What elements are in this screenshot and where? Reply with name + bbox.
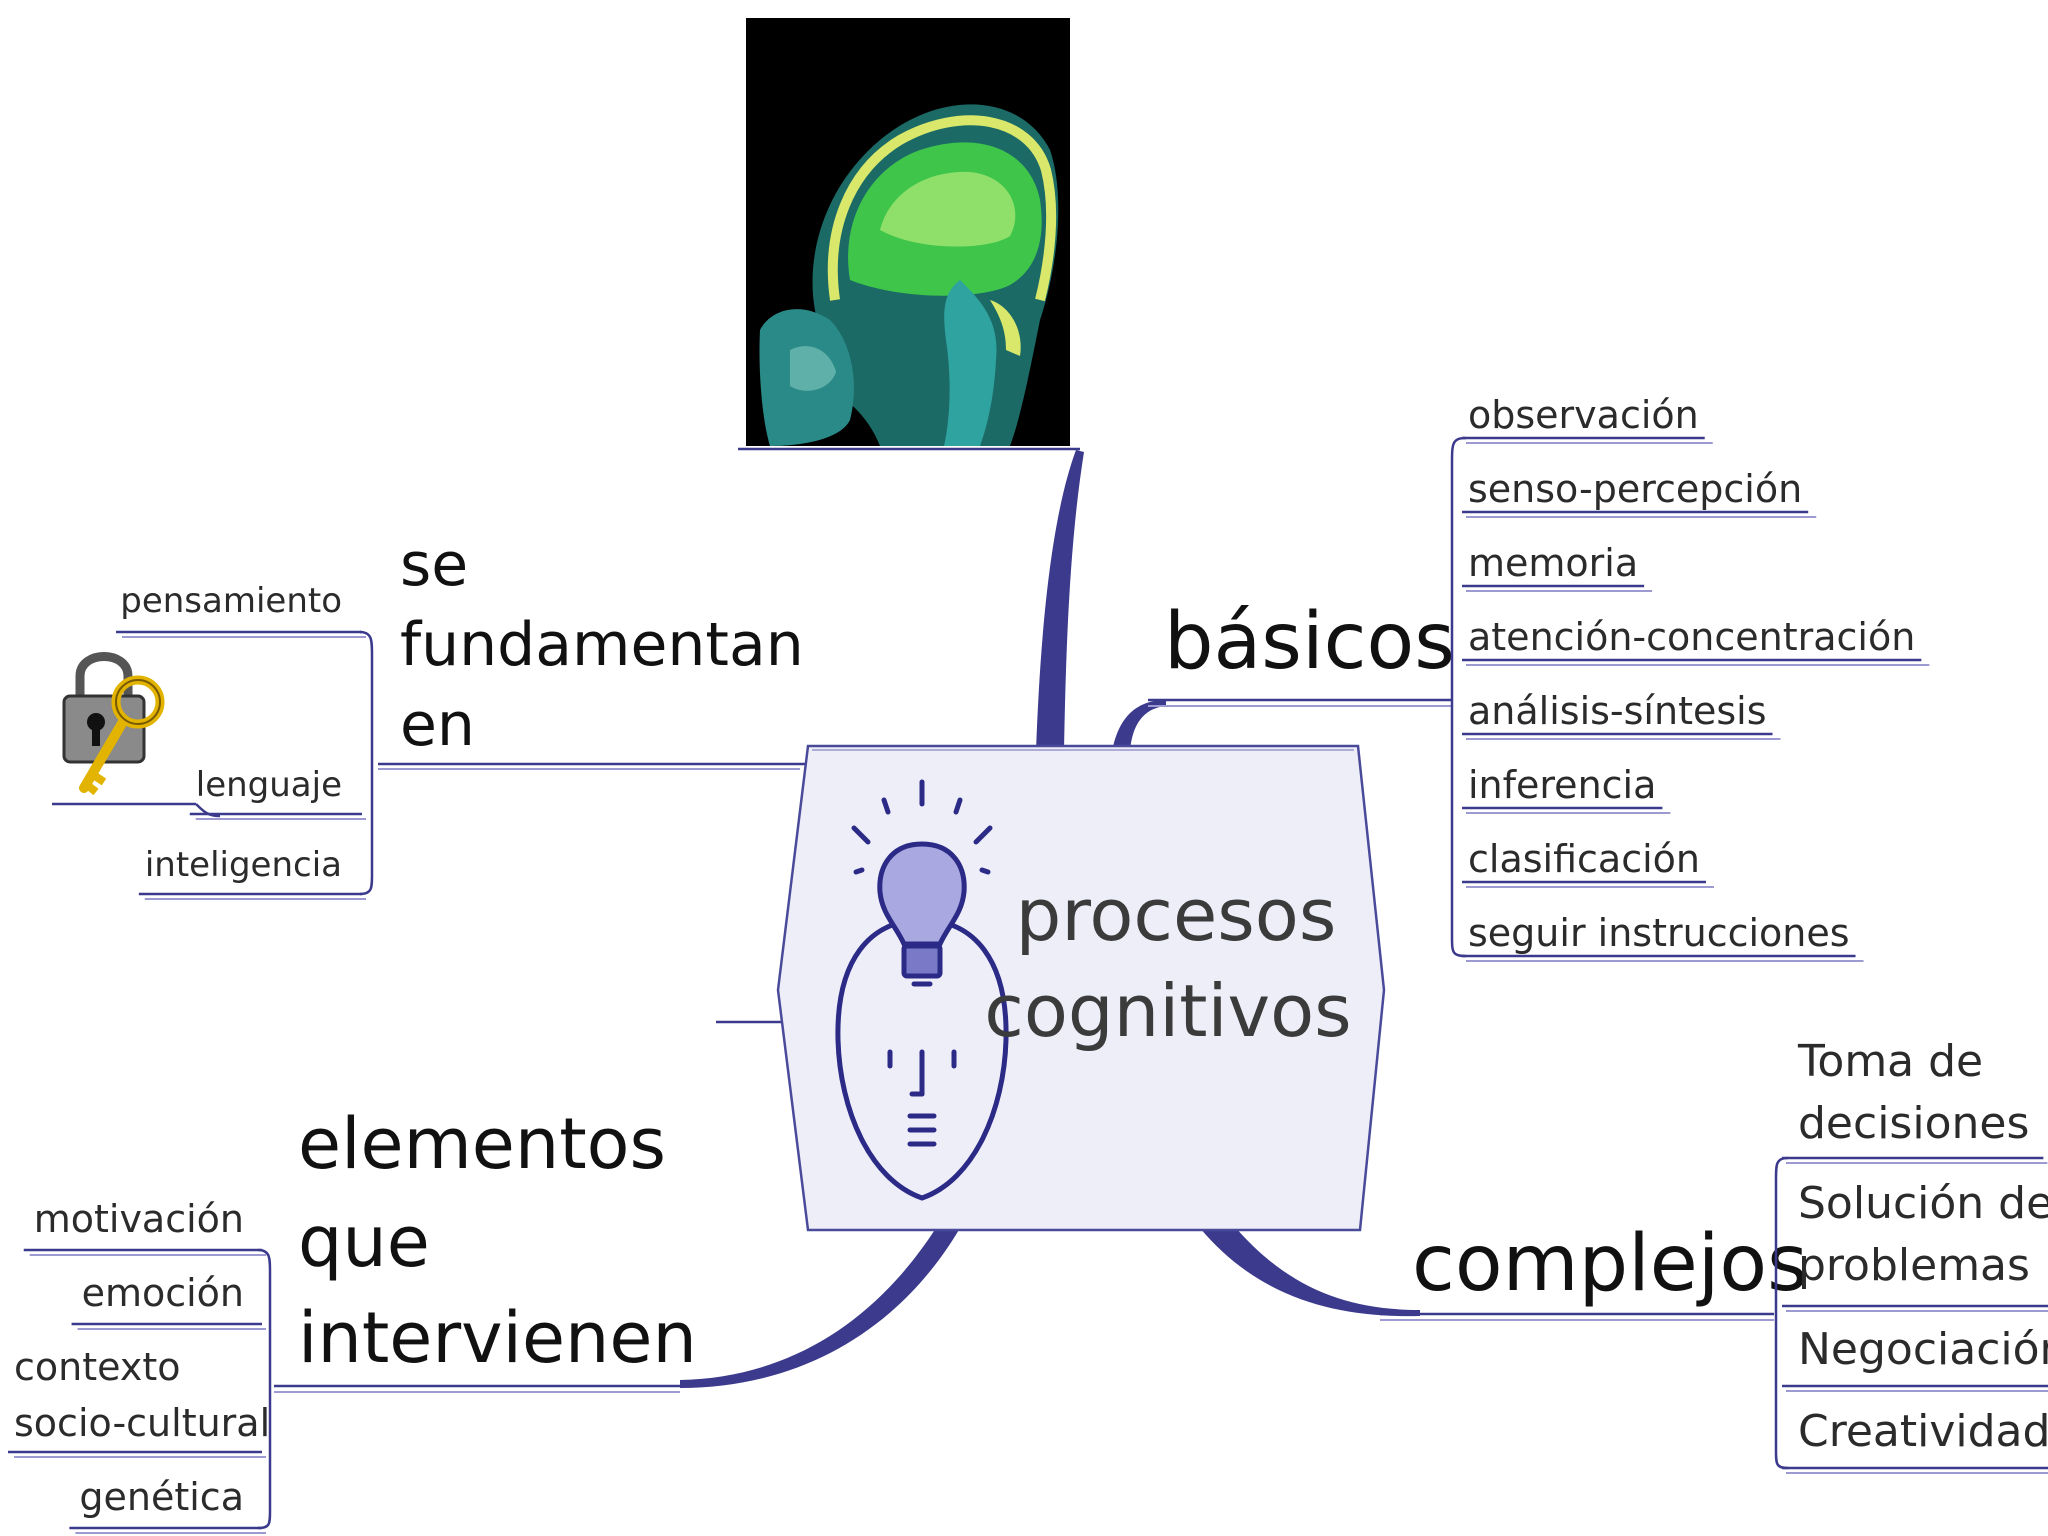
elementos-item[interactable]: motivación [34, 1197, 244, 1241]
branch-label-complejos: complejos [1412, 1219, 1808, 1309]
basicos-list: observación senso-percepción memoria atenci… [1450, 393, 1930, 962]
complejos-item[interactable]: problemas [1798, 1240, 2030, 1291]
basicos-item[interactable]: seguir instrucciones [1468, 911, 1850, 955]
basicos-item[interactable]: atención-concentración [1468, 615, 1915, 659]
complejos-item[interactable]: Negociación [1798, 1324, 2048, 1375]
mri-brain-image [746, 18, 1070, 447]
branch-label-elementos-3: intervienen [298, 1297, 697, 1379]
branch-complejos[interactable]: complejos [1380, 1219, 1808, 1321]
elementos-list: motivación emoción contexto socio-cultural g… [8, 1197, 272, 1534]
lightbulb-head-icon [835, 779, 1009, 1201]
branch-label-elementos-2: que [298, 1201, 430, 1283]
elementos-bracket [257, 1248, 272, 1530]
connector-brain [1036, 450, 1084, 752]
elementos-item[interactable]: genética [79, 1475, 244, 1519]
connector-complejos [1200, 1228, 1420, 1317]
complejos-item[interactable]: decisiones [1798, 1098, 2029, 1149]
basicos-item[interactable]: memoria [1468, 541, 1638, 585]
branch-label-fundamentan-3: en [400, 690, 475, 760]
central-node[interactable]: procesos cognitivos [776, 744, 1386, 1232]
fundamentan-item[interactable]: inteligencia [145, 845, 342, 885]
fundamentan-bracket [359, 630, 374, 896]
basicos-bracket [1450, 436, 1467, 958]
connector-elementos [680, 1228, 960, 1388]
elementos-item[interactable]: contexto [14, 1345, 180, 1389]
central-title-line2: cognitivos [984, 969, 1351, 1053]
basicos-item[interactable]: inferencia [1468, 763, 1656, 807]
branch-label-basicos: básicos [1164, 597, 1455, 687]
basicos-item[interactable]: senso-percepción [1468, 467, 1802, 511]
fundamentan-item[interactable]: lenguaje [196, 765, 342, 805]
branch-label-fundamentan-2: fundamentan [400, 610, 804, 680]
basicos-item[interactable]: clasificación [1468, 837, 1700, 881]
branch-fundamentan[interactable]: se fundamentan en [400, 530, 804, 760]
complejos-item[interactable]: Toma de [1797, 1036, 1983, 1087]
elementos-item[interactable]: emoción [82, 1271, 244, 1315]
basicos-item[interactable]: análisis-síntesis [1468, 689, 1767, 733]
branch-basicos[interactable]: básicos [1148, 597, 1455, 707]
fundamentan-list: pensamiento lenguaje inteligencia [116, 581, 374, 900]
complejos-item[interactable]: Creatividad [1798, 1406, 2048, 1457]
complejos-bracket [1774, 1156, 1789, 1470]
branch-label-fundamentan-1: se [400, 530, 468, 600]
connector-basicos [1112, 700, 1166, 752]
padlock-key-icon [62, 652, 165, 796]
central-title-line1: procesos [1016, 873, 1337, 957]
branch-label-elementos-1: elementos [298, 1103, 666, 1185]
elementos-item[interactable]: socio-cultural [14, 1401, 270, 1445]
basicos-item[interactable]: observación [1468, 393, 1699, 437]
complejos-item[interactable]: Solución de [1798, 1178, 2048, 1229]
fundamentan-item[interactable]: pensamiento [120, 581, 342, 621]
branch-elementos[interactable]: elementos que intervienen [274, 1103, 697, 1393]
